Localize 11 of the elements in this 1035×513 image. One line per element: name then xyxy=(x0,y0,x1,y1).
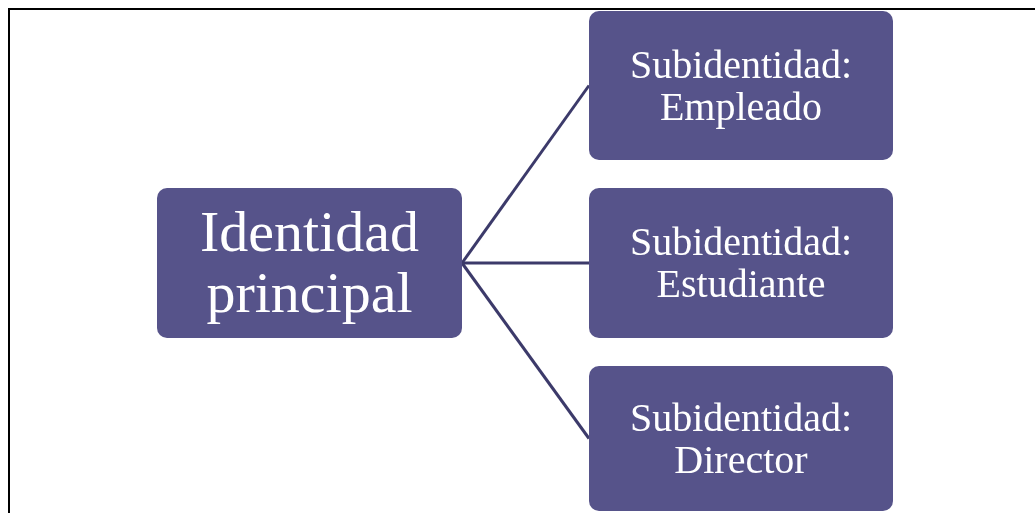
node-label: Subidentidad: Estudiante xyxy=(628,221,854,305)
node-box xyxy=(589,366,893,511)
connector-line xyxy=(460,84,591,264)
node-box xyxy=(157,188,462,338)
connector-line xyxy=(460,262,591,440)
connector-line xyxy=(462,261,589,265)
node-label: Subidentidad: Director xyxy=(628,396,854,481)
node-box xyxy=(589,188,893,338)
node-box xyxy=(589,11,893,160)
node-label: Subidentidad: Empleado xyxy=(628,43,854,128)
node-label: Identidad principal xyxy=(199,202,420,324)
